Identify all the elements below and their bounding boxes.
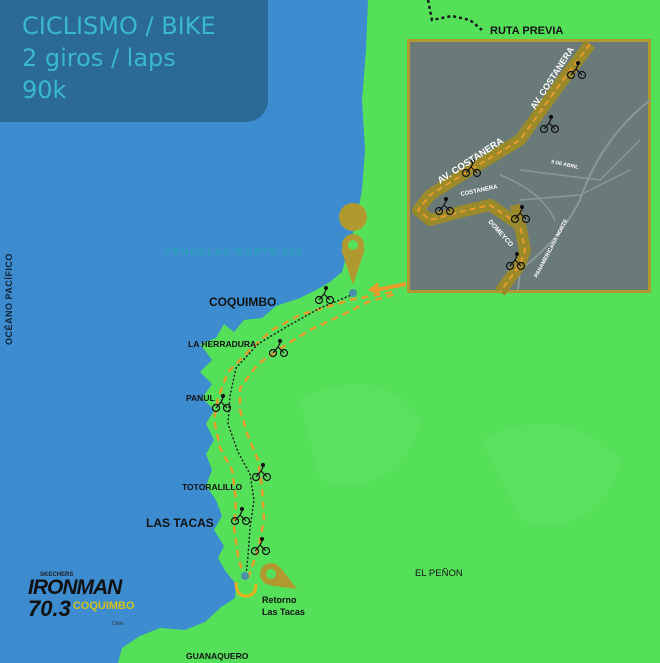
ocean-label: OCÉANO PACÍFICO bbox=[4, 253, 14, 345]
title-line-3: 90k bbox=[22, 76, 67, 104]
bike-icon bbox=[505, 251, 526, 271]
bike-icon bbox=[461, 158, 482, 178]
country-logo: Chile bbox=[112, 621, 124, 627]
route-centerline bbox=[227, 293, 355, 577]
inset-label-5-de-abril: 5 DE ABRIL bbox=[551, 159, 579, 171]
title-line-2: 2 giros / laps bbox=[22, 44, 176, 72]
start-point bbox=[349, 289, 357, 297]
u-turn-icon bbox=[234, 581, 258, 598]
bike-icon bbox=[434, 196, 455, 216]
coquimbo-label: COQUIMBO bbox=[209, 295, 277, 309]
sponsor-logo: SKECHERS bbox=[40, 572, 74, 578]
arrow-icon bbox=[375, 282, 407, 292]
bike-icon bbox=[539, 114, 560, 134]
bike-icon bbox=[268, 338, 289, 358]
bike-icon bbox=[314, 285, 335, 305]
bike-route-outbound bbox=[212, 290, 393, 579]
la-herradura-label: LA HERRADURA bbox=[188, 339, 257, 349]
bike-icon bbox=[250, 536, 271, 556]
arrow-icon bbox=[368, 282, 380, 296]
panul-label: PANUL bbox=[186, 393, 215, 403]
bike-icon bbox=[566, 60, 587, 80]
retorno-line-2: Las Tacas bbox=[262, 607, 305, 617]
distance-logo: 70.3 bbox=[28, 596, 71, 621]
totoralillo-label: TOTORALILLO bbox=[182, 482, 243, 492]
retorno-label: Retorno Las Tacas bbox=[262, 594, 305, 618]
return-point bbox=[241, 572, 249, 580]
bike-icon bbox=[510, 204, 531, 224]
location-pin-icon bbox=[260, 563, 297, 589]
ruta-previa-label: RUTA PREVIA bbox=[490, 25, 564, 37]
location-pin-icon bbox=[339, 203, 368, 285]
retorno-line-1: Retorno bbox=[262, 595, 297, 605]
bike-icon bbox=[211, 393, 232, 413]
inset-map: AV. COSTANERA AV. COSTANERA COSTANERA DO… bbox=[407, 39, 651, 296]
las-tacas-label: LAS TACAS bbox=[146, 516, 214, 530]
penuelas-label: PEÑUELAS NORTE 118 bbox=[165, 247, 304, 258]
city-logo: COQUIMBO bbox=[72, 600, 135, 612]
guanaquero-label: GUANAQUERO bbox=[186, 651, 249, 661]
bike-icons bbox=[211, 285, 335, 556]
terrain-shade bbox=[300, 384, 420, 484]
title-line-1: CICLISMO / BIKE bbox=[22, 12, 216, 40]
title-box: CICLISMO / BIKE 2 giros / laps 90k bbox=[0, 0, 268, 122]
brand-logo: IRONMAN bbox=[28, 576, 122, 599]
bike-route-return bbox=[238, 292, 397, 579]
bike-icon bbox=[230, 506, 251, 526]
bike-icon bbox=[251, 462, 272, 482]
el-penon-label: EL PEÑON bbox=[415, 568, 463, 579]
terrain-shade bbox=[480, 424, 620, 524]
previous-route-line bbox=[426, 0, 483, 31]
